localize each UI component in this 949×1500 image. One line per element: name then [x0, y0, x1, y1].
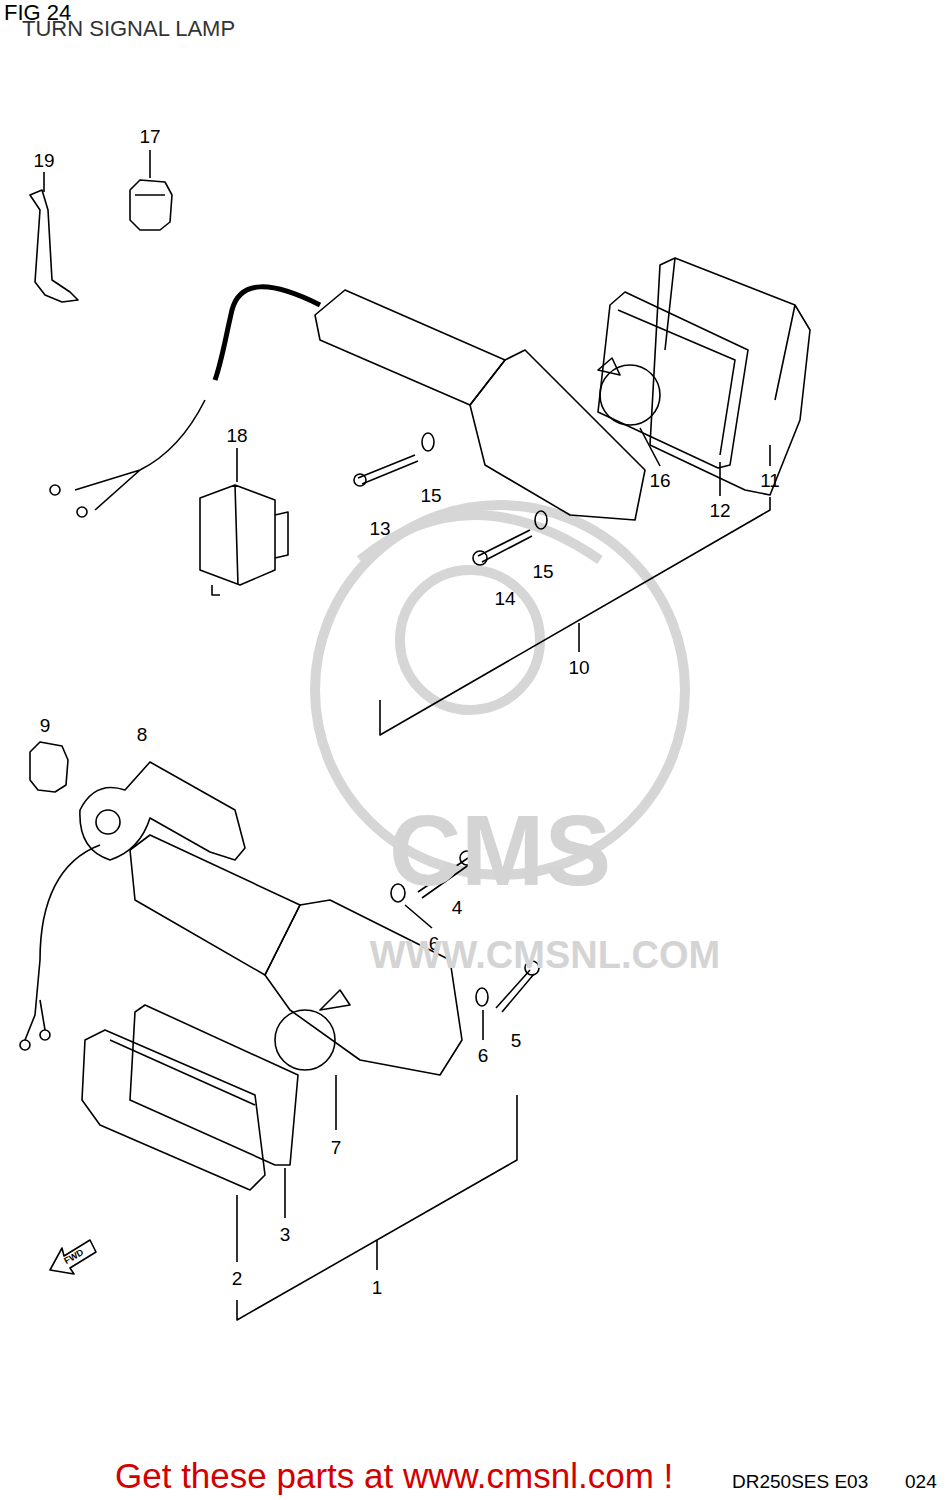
watermark-text: CMS	[389, 800, 611, 900]
relay-18	[200, 485, 288, 595]
callout-number: 14	[494, 589, 515, 608]
grommet-9	[30, 742, 68, 792]
callout-number: 13	[369, 519, 390, 538]
bulb-7	[275, 1010, 335, 1070]
callout-number: 18	[226, 426, 247, 445]
lamp-stem	[315, 290, 505, 405]
bracket-8	[80, 762, 245, 860]
callout-number: 3	[280, 1225, 291, 1244]
callout-number: 5	[511, 1031, 522, 1050]
bracket-19	[30, 190, 78, 302]
model-code: DR250SES E03	[732, 1472, 868, 1491]
wire	[25, 845, 100, 1040]
figure-subtitle: TURN SIGNAL LAMP	[22, 18, 235, 40]
callout-number: 6	[478, 1046, 489, 1065]
lens-11	[650, 258, 810, 495]
grommet-17	[130, 180, 172, 230]
callout-number: 2	[232, 1269, 243, 1288]
forward-arrow	[50, 1240, 96, 1274]
footer-link: Get these parts at www.cmsnl.com !	[115, 1458, 673, 1493]
screw-13	[358, 455, 418, 484]
gasket-3	[130, 1005, 298, 1165]
callout-number: 11	[760, 471, 780, 490]
callout-number: 9	[40, 716, 51, 735]
callout-number: 15	[532, 562, 553, 581]
lamp-housing	[470, 350, 645, 520]
callout-number: 19	[33, 151, 54, 170]
callout-number: 8	[137, 725, 148, 744]
watermark-url: WWW.CMSNL.COM	[370, 936, 720, 974]
callout-number: 1	[372, 1278, 383, 1297]
gasket-12	[598, 292, 748, 468]
lens-2	[82, 1030, 265, 1190]
callout-number: 4	[452, 898, 463, 917]
callout-number: 12	[709, 501, 730, 520]
lamp-housing	[265, 900, 462, 1075]
callout-number: 17	[139, 127, 160, 146]
lamp-stem	[130, 835, 300, 975]
callout-number: 16	[649, 471, 670, 490]
callout-number: 10	[568, 658, 589, 677]
callout-number: 7	[331, 1138, 342, 1157]
bulb-16	[600, 365, 660, 425]
wire	[75, 400, 205, 510]
page-code: 024	[905, 1472, 937, 1491]
callout-number: 15	[420, 486, 441, 505]
